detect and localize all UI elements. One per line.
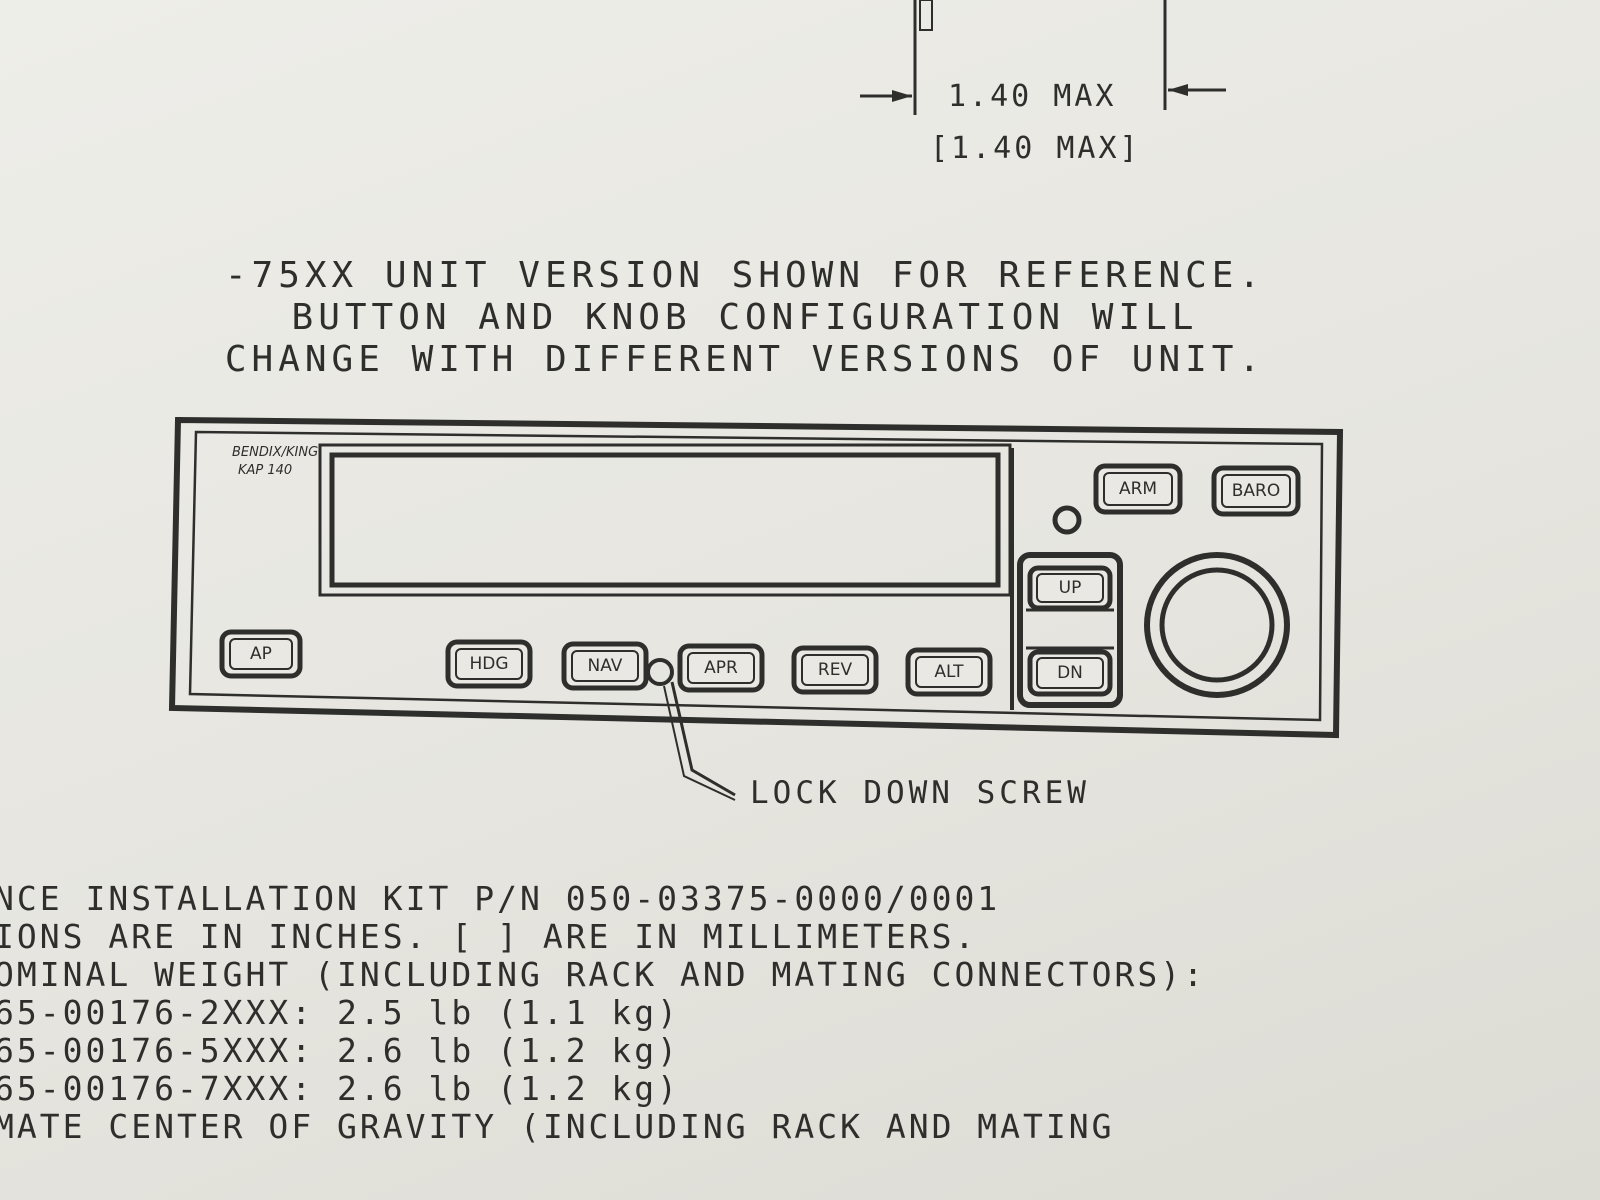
reference-note: -75XX UNIT VERSION SHOWN FOR REFERENCE. … [150,255,1340,381]
dimension-secondary: [1.40 MAX] [930,131,1141,166]
note-weight-3: 65-00176-7XXX: 2.6 lb (1.2 kg) [0,1069,681,1108]
model-label: KAP 140 [238,463,292,478]
note-weight-1: 65-00176-2XXX: 2.5 lb (1.1 kg) [0,993,681,1032]
apr-button[interactable]: APR [677,643,765,693]
arm-button[interactable]: ARM [1093,463,1183,515]
up-button[interactable]: UP [1027,565,1113,611]
ap-button-label: AP [250,644,272,664]
nav-button[interactable]: NAV [561,641,649,691]
alt-button-label: ALT [934,662,964,682]
baro-button-label: BARO [1232,481,1281,501]
note-line-3: CHANGE WITH DIFFERENT VERSIONS OF UNIT. [224,339,1266,380]
ap-button[interactable]: AP [219,629,303,679]
dn-button-label: DN [1057,663,1083,683]
dn-button[interactable]: DN [1027,649,1113,697]
nav-button-label: NAV [588,656,623,676]
dimension-primary: 1.40 MAX [948,79,1117,114]
rev-button-label: REV [818,660,853,680]
hdg-button-label: HDG [469,654,508,674]
up-button-label: UP [1059,578,1082,598]
note-weight-2: 65-00176-5XXX: 2.6 lb (1.2 kg) [0,1031,681,1070]
baro-button[interactable]: BARO [1211,465,1301,517]
note-units: IONS ARE IN INCHES. [ ] ARE IN MILLIMETE… [0,917,978,956]
note-line-2: BUTTON AND KNOB CONFIGURATION WILL [291,297,1199,338]
lock-down-screw-icon [646,658,674,686]
unit-front-panel: BENDIX/KING KAP 140 [168,416,1344,801]
rev-button[interactable]: REV [791,645,879,695]
installation-notes: NCE INSTALLATION KIT P/N 050-03375-0000/… [0,880,1600,1146]
note-cg: MATE CENTER OF GRAVITY (INCLUDING RACK A… [0,1107,1115,1146]
note-line-1: -75XX UNIT VERSION SHOWN FOR REFERENCE. [224,255,1266,296]
altitude-select-knob[interactable] [1144,552,1290,698]
apr-button-label: APR [704,658,738,678]
arm-button-label: ARM [1119,479,1157,499]
lock-down-screw-callout: LOCK DOWN SCREW [750,775,1090,811]
note-kit: NCE INSTALLATION KIT P/N 050-03375-0000/… [0,879,1001,918]
photocell-icon [1052,505,1082,535]
hdg-button[interactable]: HDG [445,639,533,689]
alt-button[interactable]: ALT [905,647,993,697]
dimension-lines: 1.40 MAX [1.40 MAX] [860,0,1226,166]
brand-label: BENDIX/KING [232,445,318,460]
note-weight-heading: OMINAL WEIGHT (INCLUDING RACK AND MATING… [0,955,1206,994]
